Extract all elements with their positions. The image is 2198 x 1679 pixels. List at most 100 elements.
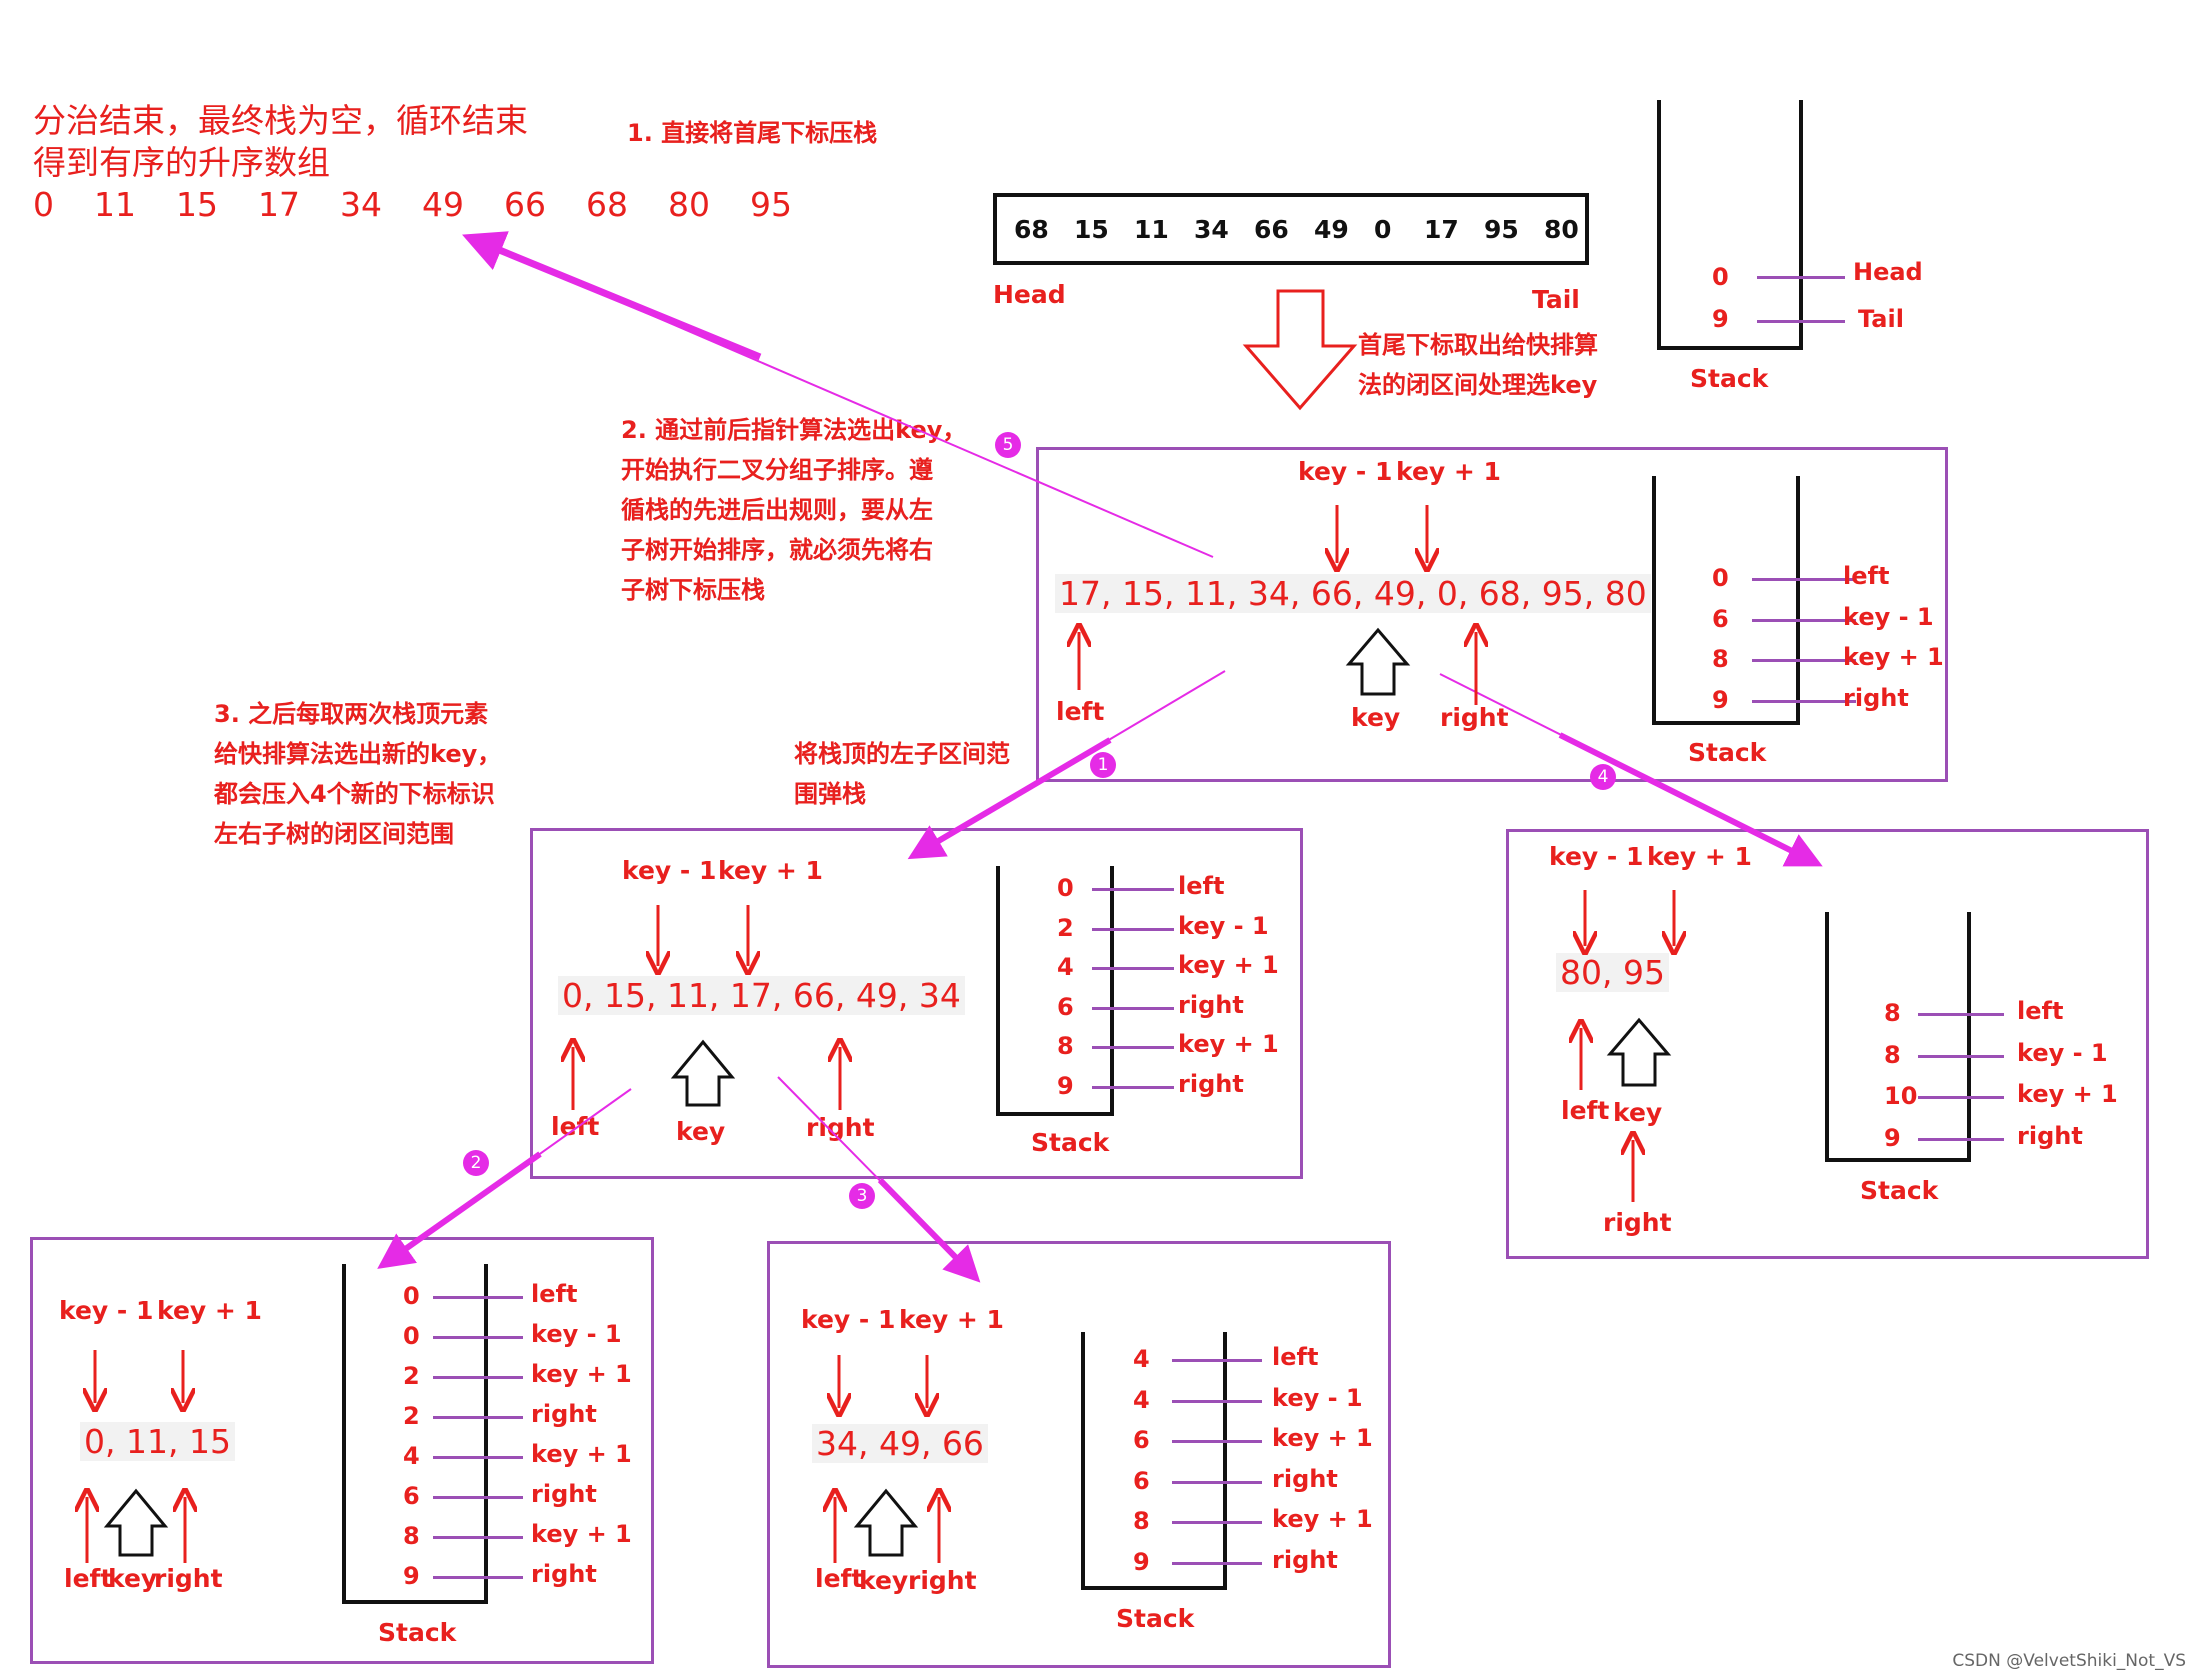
stack-slot — [433, 1336, 523, 1339]
stack-index: 9 — [403, 1562, 420, 1590]
left-left-stack — [342, 1264, 488, 1604]
stack-slot — [433, 1376, 523, 1379]
left-label: left — [64, 1564, 113, 1593]
note-step-1: 1. 直接将首尾下标压栈 — [627, 119, 878, 147]
array-cell: 49 — [1314, 215, 1349, 244]
key-minus-1-label: key - 1 — [622, 856, 717, 885]
note-process: 首尾下标取出给快排算 法的闭区间处理选key — [1358, 325, 1598, 405]
step-badge: 2 — [463, 1150, 489, 1176]
stack-slot — [1092, 927, 1174, 931]
array-cell: 68 — [1014, 215, 1049, 244]
stack-index: 8 — [1712, 645, 1729, 673]
stack-index: 8 — [1057, 1032, 1074, 1060]
watermark: CSDN @VelvetShiki_Not_VS — [1952, 1651, 2186, 1671]
result-line-1: 分治结束，最终栈为空，循环结束 — [33, 101, 528, 140]
stack-slot — [1172, 1521, 1262, 1524]
key-minus-1-label: key - 1 — [801, 1305, 896, 1334]
right-stack — [1825, 912, 1971, 1162]
step-badge: 4 — [1590, 764, 1616, 790]
key-plus-1-label: key + 1 — [1647, 842, 1752, 871]
result-line-2: 得到有序的升序数组 — [33, 143, 330, 182]
stack-index: 0 — [403, 1282, 420, 1310]
note-line: 首尾下标取出给快排算 — [1358, 331, 1598, 359]
stack-label: Stack — [1860, 1176, 1939, 1205]
key-pointer-icon — [1345, 627, 1411, 696]
key-minus-1-label: key - 1 — [1549, 842, 1644, 871]
sorted-value: 68 — [586, 185, 628, 224]
stack-index: 9 — [1712, 685, 1729, 714]
sorted-value: 0 — [33, 185, 54, 224]
stack-label: Stack — [1690, 364, 1769, 393]
right-label: right — [908, 1566, 977, 1595]
panel-left-right — [767, 1241, 1391, 1668]
stack-slot — [1172, 1440, 1262, 1443]
key-pointer-icon — [103, 1488, 169, 1557]
left-right-sequence: 34, 49, 66 — [812, 1424, 988, 1463]
stack-slot — [433, 1456, 523, 1459]
stack-tag: key - 1 — [2017, 1038, 2108, 1067]
stack-index: 9 — [1057, 1071, 1074, 1100]
stack-tag: right — [531, 1480, 597, 1508]
left-left-sequence: 0, 11, 15 — [80, 1422, 235, 1461]
stack-slot — [1172, 1399, 1262, 1403]
initial-array: 68 15 11 34 66 49 0 17 95 80 — [993, 193, 1589, 265]
stack-tag: key + 1 — [2017, 1080, 2118, 1108]
note-line: 开始执行二叉分组子排序。遵 — [621, 456, 933, 484]
key-label: key — [1613, 1098, 1663, 1127]
stack-tag: right — [1272, 1545, 1338, 1574]
array-cell: 66 — [1254, 215, 1289, 244]
stack-index: 0 — [1712, 564, 1729, 592]
sorted-value: 49 — [422, 185, 464, 224]
array-cell: 95 — [1484, 215, 1519, 244]
stack-slot — [1092, 1006, 1174, 1010]
stack-tag: left — [531, 1280, 578, 1308]
stack-tag: key + 1 — [1272, 1424, 1373, 1452]
right-sequence: 80, 95 — [1556, 953, 1669, 992]
stack-index: 2 — [403, 1362, 420, 1390]
stack-tag: left — [1843, 562, 1890, 590]
stack-tag: left — [2017, 997, 2064, 1025]
root-sequence: 17, 15, 11, 34, 66, 49, 0, 68, 95, 80 — [1055, 574, 1651, 613]
sorted-value: 80 — [668, 185, 710, 224]
stack-slot — [1752, 699, 1856, 703]
stack-tag: key + 1 — [531, 1360, 632, 1388]
key-pointer-icon — [670, 1039, 736, 1107]
stack-slot — [1092, 888, 1174, 891]
sorted-value: 15 — [176, 185, 218, 224]
note-line: 左右子树的闭区间范围 — [214, 820, 454, 848]
panel-right — [1506, 829, 2149, 1259]
stack-tag: key - 1 — [1272, 1383, 1363, 1412]
stack-label: Stack — [1116, 1604, 1195, 1633]
stack-index: 6 — [1057, 992, 1074, 1021]
left-label: left — [815, 1564, 864, 1593]
stack-slot — [1172, 1359, 1262, 1362]
stack-index: 4 — [403, 1442, 420, 1470]
key-label: key — [108, 1564, 158, 1593]
array-cell: 0 — [1374, 215, 1392, 244]
note-line: 给快排算法选出新的key， — [214, 740, 502, 768]
stack-index: 4 — [1057, 953, 1074, 981]
stack-index: 6 — [403, 1482, 420, 1510]
array-cell: 80 — [1544, 215, 1579, 244]
note-line: 围弹栈 — [794, 780, 866, 808]
stack-slot — [1172, 1561, 1262, 1565]
stack-slot — [1918, 1054, 2004, 1058]
note-line: 3. 之后每取两次栈顶元素 — [214, 700, 489, 728]
stack-tag: right — [1178, 990, 1244, 1019]
right-label: right — [1440, 703, 1509, 732]
note-line: 法的闭区间处理选key — [1358, 371, 1598, 399]
key-plus-1-label: key + 1 — [157, 1296, 262, 1325]
note-line: 2. 通过前后指针算法选出key， — [621, 416, 967, 444]
stack-slot — [433, 1496, 523, 1499]
note-line: 子树下标压栈 — [621, 576, 765, 604]
stack-index: 8 — [1884, 1040, 1901, 1069]
stack-index: 6 — [1712, 604, 1729, 633]
stack-index: 0 — [1057, 874, 1074, 902]
stack-tag: key - 1 — [1178, 911, 1269, 940]
process-arrow-icon — [1242, 289, 1358, 411]
stack-tag: key + 1 — [1178, 1030, 1279, 1058]
tail-label: Tail — [1532, 285, 1580, 314]
left-label: left — [1561, 1096, 1610, 1125]
note-pop: 将栈顶的左子区间范 围弹栈 — [794, 734, 1010, 814]
